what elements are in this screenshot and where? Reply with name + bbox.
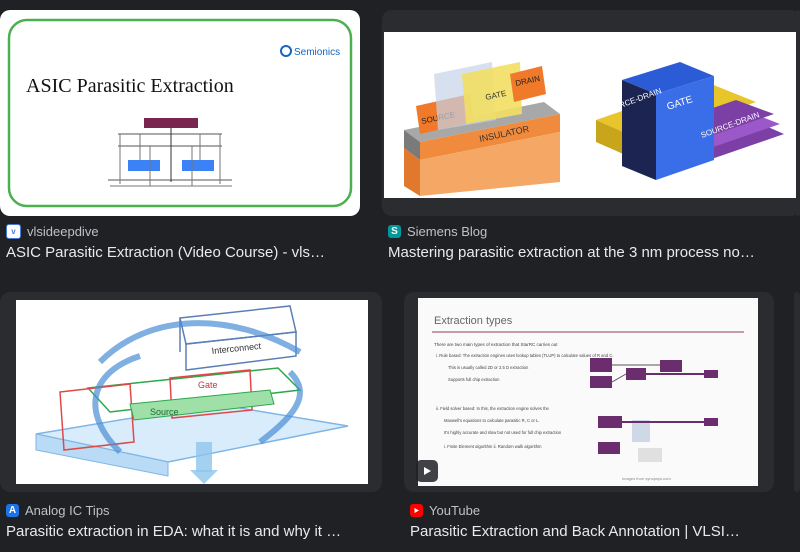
result-source-2[interactable]: S Siemens Blog bbox=[388, 224, 487, 239]
result-title-4[interactable]: Parasitic Extraction and Back Annotation… bbox=[410, 523, 740, 540]
planar-transistor-illustration: SOURCE GATE DRAIN INSULATOR bbox=[404, 62, 560, 196]
result-thumbnail-1[interactable]: ASIC Parasitic Extraction Semionics bbox=[0, 10, 360, 216]
svg-text:Images from synopsys.com: Images from synopsys.com bbox=[622, 476, 671, 481]
result-source-4[interactable]: YouTube bbox=[410, 503, 480, 518]
semionics-logo: Semionics bbox=[280, 45, 340, 58]
vlsi-icon: v bbox=[6, 224, 21, 239]
svg-text:It's highly accurate and slow: It's highly accurate and slow but not us… bbox=[444, 430, 562, 435]
flow-diagram-top bbox=[590, 358, 718, 388]
result-source-1[interactable]: v vlsideepdive bbox=[6, 224, 99, 239]
svg-text:Supports full chip extraction: Supports full chip extraction bbox=[448, 377, 500, 382]
result-title-2[interactable]: Mastering parasitic extraction at the 3 … bbox=[388, 244, 755, 261]
svg-text:Semionics: Semionics bbox=[294, 47, 340, 58]
video-play-icon[interactable] bbox=[416, 460, 438, 482]
next-result-edge-bottom[interactable] bbox=[794, 292, 800, 492]
svg-text:Gate: Gate bbox=[198, 380, 218, 390]
youtube-icon bbox=[410, 504, 423, 517]
next-result-edge-top[interactable] bbox=[796, 10, 800, 216]
thumb-heading-4: Extraction types bbox=[434, 315, 513, 327]
svg-text:i. Finite Element algorithm ii: i. Finite Element algorithm ii. Random w… bbox=[444, 444, 542, 449]
result-source-3[interactable]: A Analog IC Tips bbox=[6, 503, 110, 518]
svg-text:ii. Field solver based: In thi: ii. Field solver based: In this, the ext… bbox=[436, 406, 550, 411]
svg-text:This is usually called 2D or 2: This is usually called 2D or 2.5 D extra… bbox=[448, 365, 529, 370]
svg-text:i. Rule based: The extracti: i. Rule based: The extraction engines us… bbox=[436, 353, 614, 358]
result-title-1[interactable]: ASIC Parasitic Extraction (Video Course)… bbox=[6, 244, 325, 261]
svg-text:There are two main types of ex: There are two main types of extraction t… bbox=[434, 342, 558, 347]
circuit-diagram bbox=[108, 118, 232, 187]
interconnect-3d-illustration: Interconnect Gate Source bbox=[35, 305, 349, 484]
result-thumbnail-4[interactable]: Extraction types There are two main type… bbox=[404, 292, 774, 492]
finfet-illustration: SOURCE-DRAIN GATE SOURCE-DRAIN bbox=[596, 62, 784, 180]
svg-text:GATE: GATE bbox=[485, 89, 508, 102]
result-thumbnail-3[interactable]: Interconnect Gate Source bbox=[0, 292, 382, 492]
siemens-s-icon: S bbox=[388, 225, 401, 238]
result-title-3[interactable]: Parasitic extraction in EDA: what it is … bbox=[6, 523, 342, 540]
svg-text:Maxwell's equations to calcula: Maxwell's equations to calculate parasit… bbox=[444, 418, 540, 423]
svg-text:Source: Source bbox=[150, 407, 179, 417]
thumb-heading-1: ASIC Parasitic Extraction bbox=[26, 75, 234, 97]
analog-ic-tips-icon: A bbox=[6, 504, 19, 517]
flow-diagram-bottom bbox=[598, 416, 718, 462]
result-thumbnail-2[interactable]: SOURCE GATE DRAIN INSULATOR SOURCE-DRAIN… bbox=[382, 10, 800, 216]
